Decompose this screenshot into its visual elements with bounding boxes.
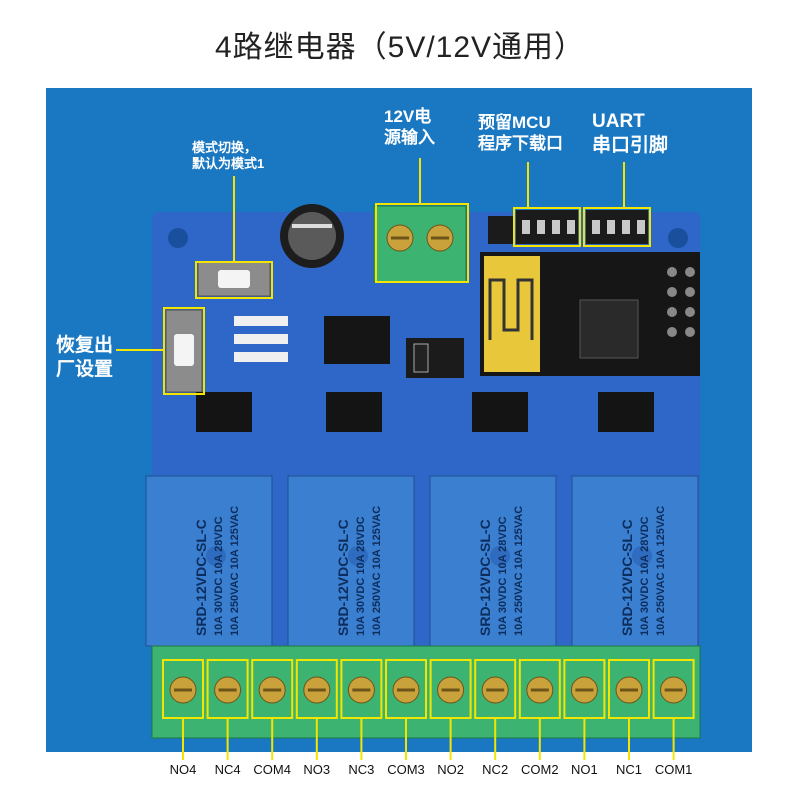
relay-rating-label: 10A 250VAC 10A 125VAC [513,506,525,636]
relay-model-label: SRD-12VDC-SL-C [619,519,635,636]
optocouplers [196,392,654,432]
power-terminal [373,205,467,283]
terminal-label: COM4 [253,762,291,777]
mode-switch-line-2: 默认为模式1 [192,156,265,172]
uart-line-2: 串口引脚 [592,134,669,156]
terminal-label: COM2 [521,762,559,777]
factory-reset-line-1: 恢复出 [56,335,114,356]
terminal-label: NO1 [571,762,598,777]
terminal-label: NC1 [615,762,642,777]
relay-rating-label: 10A 250VAC 10A 125VAC [655,506,667,636]
mode-switch-annotation: 模式切换， 默认为模式1 [192,140,264,173]
relay: 10A 250VAC 10A 125VAC 10A 30VDC 10A 28VDC… [145,475,273,647]
terminal-label: NC3 [348,762,375,777]
power-input-line-2: 源输入 [384,128,435,148]
relay: 10A 250VAC 10A 125VAC 10A 30VDC 10A 28VDC… [571,475,699,647]
driver-ic [324,316,390,364]
mode-switch-line-1: 模式切换， [192,140,258,155]
uart-line-1: UART [592,111,645,132]
factory-reset-line-2: 厂设置 [56,358,114,380]
mcu-port-annotation: 预留MCU 程序下载口 [478,112,563,155]
status-leds [234,316,288,362]
factory-reset-annotation: 恢复出 厂设置 [56,334,113,382]
relay-rating-label: 10A 30VDC 10A 28VDC [497,516,509,636]
relay-rating-label: 10A 30VDC 10A 28VDC [355,516,367,636]
relay-rating-label: 10A 30VDC 10A 28VDC [639,516,651,636]
terminal-label: COM3 [387,762,425,777]
power-input-line-1: 12V电 [384,107,432,126]
page-title: 4路继电器（5V/12V通用） [214,31,586,64]
terminal-label: NC2 [482,762,509,777]
relay-model-label: SRD-12VDC-SL-C [193,519,209,636]
terminal-label: NC4 [214,762,241,777]
terminal-label: NO3 [303,762,331,777]
relay: 10A 250VAC 10A 125VAC 10A 30VDC 10A 28VDC… [287,475,415,647]
mcu-port-line-1: 预留MCU [478,113,551,132]
mcu-port-line-2: 程序下载口 [478,134,563,154]
relay-model-label: SRD-12VDC-SL-C [477,519,493,636]
relay-model-label: SRD-12VDC-SL-C [335,519,351,636]
uart-annotation: UART 串口引脚 [592,110,668,158]
power-input-annotation: 12V电 源输入 [384,106,435,149]
relay-rating-label: 10A 250VAC 10A 125VAC [229,506,241,636]
mount-hole [668,228,688,248]
relay: 10A 250VAC 10A 125VAC 10A 30VDC 10A 28VDC… [429,475,557,647]
terminal-label: COM1 [654,762,693,777]
relay-rating-label: 10A 250VAC 10A 125VAC [371,506,383,636]
relay-rating-label: 10A 30VDC 10A 28VDC [213,516,225,636]
callout-lines [116,158,625,351]
terminal-label: NO2 [437,762,464,777]
terminal-label: NO4 [169,762,197,777]
mount-hole [168,228,188,248]
